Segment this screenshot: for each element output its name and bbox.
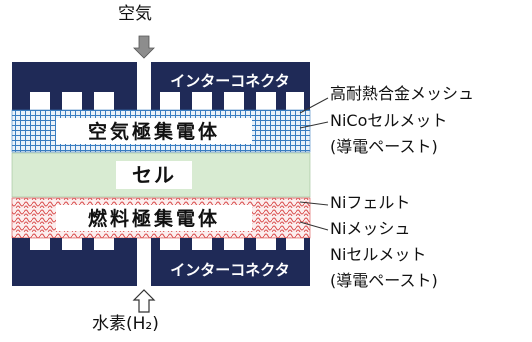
top-channel-openings xyxy=(30,92,304,106)
fuel-annotation-4: (導電ペースト) xyxy=(330,271,438,290)
interconnector-bottom xyxy=(12,238,310,286)
fuel-collector-label-box xyxy=(56,205,252,231)
fuel-collector-label: 燃料極集電体 xyxy=(88,207,220,230)
air-inlet-label: 空気 xyxy=(118,4,152,24)
interconnector-top xyxy=(12,62,310,110)
air-collector-label: 空気極集電体 xyxy=(88,120,220,143)
fuel-annotation-1: Niフェルト xyxy=(330,193,411,212)
air-annotation-3: (導電ペースト) xyxy=(330,137,438,156)
interconnector-bottom-label: インターコネクタ xyxy=(170,261,289,279)
bottom-ribs xyxy=(12,238,310,250)
air-inlet-arrow xyxy=(133,35,155,59)
interconnector-top-label: インターコネクタ xyxy=(170,72,289,90)
cell-label: セル xyxy=(132,163,176,187)
air-collector-label-box xyxy=(56,118,252,144)
air-annotation-1: 高耐熱合金メッシュ xyxy=(330,84,475,103)
top-ribs xyxy=(12,98,310,110)
annotation-leaders xyxy=(299,97,329,231)
cell-label-box xyxy=(116,161,192,189)
hydrogen-inlet-label: 水素(H₂) xyxy=(92,314,159,334)
air-annotation-2: NiCoセルメット xyxy=(330,111,448,130)
fuel-annotation-3: Niセルメット xyxy=(330,245,427,264)
fuel-annotation-2: Niメッシュ xyxy=(330,219,411,238)
hydrogen-inlet-arrow xyxy=(132,289,156,313)
